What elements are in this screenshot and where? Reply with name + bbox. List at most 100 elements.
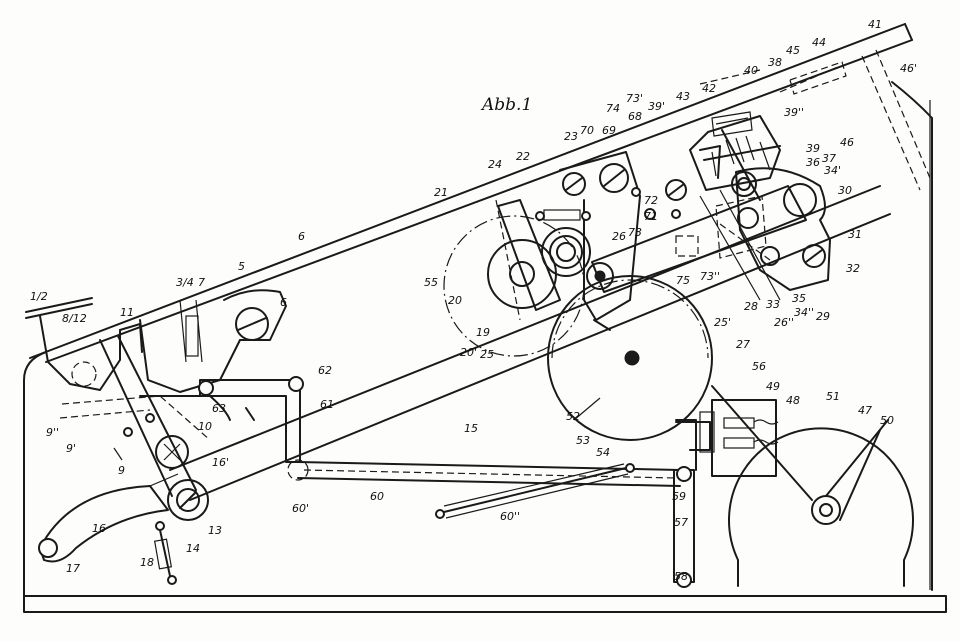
- part-label: 18: [140, 556, 154, 569]
- part-label: 3/4: [176, 276, 194, 289]
- part-label: 60'': [500, 510, 520, 523]
- part-label: 41: [868, 18, 882, 31]
- housing-frame: [29, 23, 933, 591]
- gear-train: [443, 199, 591, 357]
- relay-48: [675, 399, 779, 477]
- part-label: 9'': [46, 426, 59, 439]
- left-bracket: [25, 289, 287, 393]
- part-label: 26: [612, 230, 626, 243]
- part-label: 69: [602, 124, 616, 137]
- part-label: 51: [826, 390, 840, 403]
- part-label: 61: [320, 398, 334, 411]
- part-label: 8/12: [62, 312, 87, 325]
- part-label: 73'': [700, 270, 720, 283]
- part-label: 73': [626, 92, 643, 105]
- rocker-30: [699, 167, 831, 301]
- spring-24: [535, 209, 591, 221]
- part-label: 60: [370, 490, 384, 503]
- part-label: 74: [606, 102, 620, 115]
- part-label: 15: [464, 422, 478, 435]
- link-26: [586, 185, 807, 293]
- part-label: 44: [812, 36, 826, 49]
- part-label: 60': [292, 502, 309, 515]
- part-label: 53: [576, 434, 590, 447]
- part-label: 63: [212, 402, 226, 415]
- part-label: 45: [786, 44, 800, 57]
- part-label: 59: [672, 490, 686, 503]
- part-label: 25: [480, 348, 494, 361]
- part-label: 10: [198, 420, 212, 433]
- part-label: 34'': [794, 306, 814, 319]
- part-label: 9: [118, 464, 125, 477]
- part-label: 19: [476, 326, 490, 339]
- part-label: 7: [198, 276, 205, 289]
- part-label: 56: [752, 360, 766, 373]
- spring-60pp: [435, 463, 635, 519]
- part-label: 73: [628, 226, 642, 239]
- part-label: 52: [566, 410, 580, 423]
- part-label: 11: [120, 306, 134, 319]
- part-label: 72: [644, 194, 658, 207]
- part-label: 32: [846, 262, 860, 275]
- part-label: 57: [674, 516, 688, 529]
- part-label: 38: [768, 56, 782, 69]
- link-rod-60: [297, 461, 681, 487]
- motor-47: [711, 385, 914, 587]
- part-label: 54: [596, 446, 610, 459]
- part-label: 9': [66, 442, 76, 455]
- part-label: 46': [900, 62, 917, 75]
- part-label: 27: [736, 338, 750, 351]
- part-label: 62: [318, 364, 332, 377]
- part-label: 49: [766, 380, 780, 393]
- part-label: 34': [824, 164, 841, 177]
- part-label: 28: [744, 300, 758, 313]
- part-label: 6: [298, 230, 305, 243]
- spring-18: [153, 521, 177, 585]
- part-label: 26'': [774, 316, 794, 329]
- part-label: 17: [66, 562, 80, 575]
- part-label: 39'': [784, 106, 804, 119]
- part-label: 5: [238, 260, 245, 273]
- pivot-group-23: [559, 151, 687, 331]
- part-label: 39': [648, 100, 665, 113]
- part-label: 58: [674, 570, 688, 583]
- gearbox-38: [689, 61, 847, 201]
- part-label: 37: [822, 152, 836, 165]
- figure-title: Abb.1: [480, 95, 532, 115]
- part-label: 47: [858, 404, 872, 417]
- part-label: 14: [186, 542, 200, 555]
- part-label: 21: [434, 186, 448, 199]
- lever-57: [673, 419, 697, 588]
- part-label: 1/2: [30, 290, 48, 303]
- part-label: 48: [786, 394, 800, 407]
- part-label: 35: [792, 292, 806, 305]
- part-label: 40: [744, 64, 758, 77]
- part-label: 75: [676, 274, 690, 287]
- lever-9-linkage: [59, 335, 231, 497]
- lever-15: [169, 185, 891, 501]
- part-label: 68: [628, 110, 642, 123]
- part-label: 31: [848, 228, 862, 241]
- lever-61: [198, 376, 309, 481]
- part-label: 16: [92, 522, 106, 535]
- part-label: 16': [212, 456, 229, 469]
- part-label: 13: [208, 524, 222, 537]
- part-label: 29: [816, 310, 830, 323]
- part-label: 33: [766, 298, 780, 311]
- part-label: 23: [564, 130, 578, 143]
- part-label: 50: [880, 414, 894, 427]
- hook-16: [38, 473, 179, 563]
- part-label: 43: [676, 90, 690, 103]
- part-label: 22: [516, 150, 530, 163]
- pivot-13: [167, 479, 209, 521]
- part-label: 71: [644, 210, 658, 223]
- part-label: 30: [838, 184, 852, 197]
- part-label: 25': [714, 316, 731, 329]
- part-label: 55: [424, 276, 438, 289]
- part-label: 6: [280, 296, 287, 309]
- part-label: 20': [460, 346, 477, 359]
- part-label: 20: [448, 294, 462, 307]
